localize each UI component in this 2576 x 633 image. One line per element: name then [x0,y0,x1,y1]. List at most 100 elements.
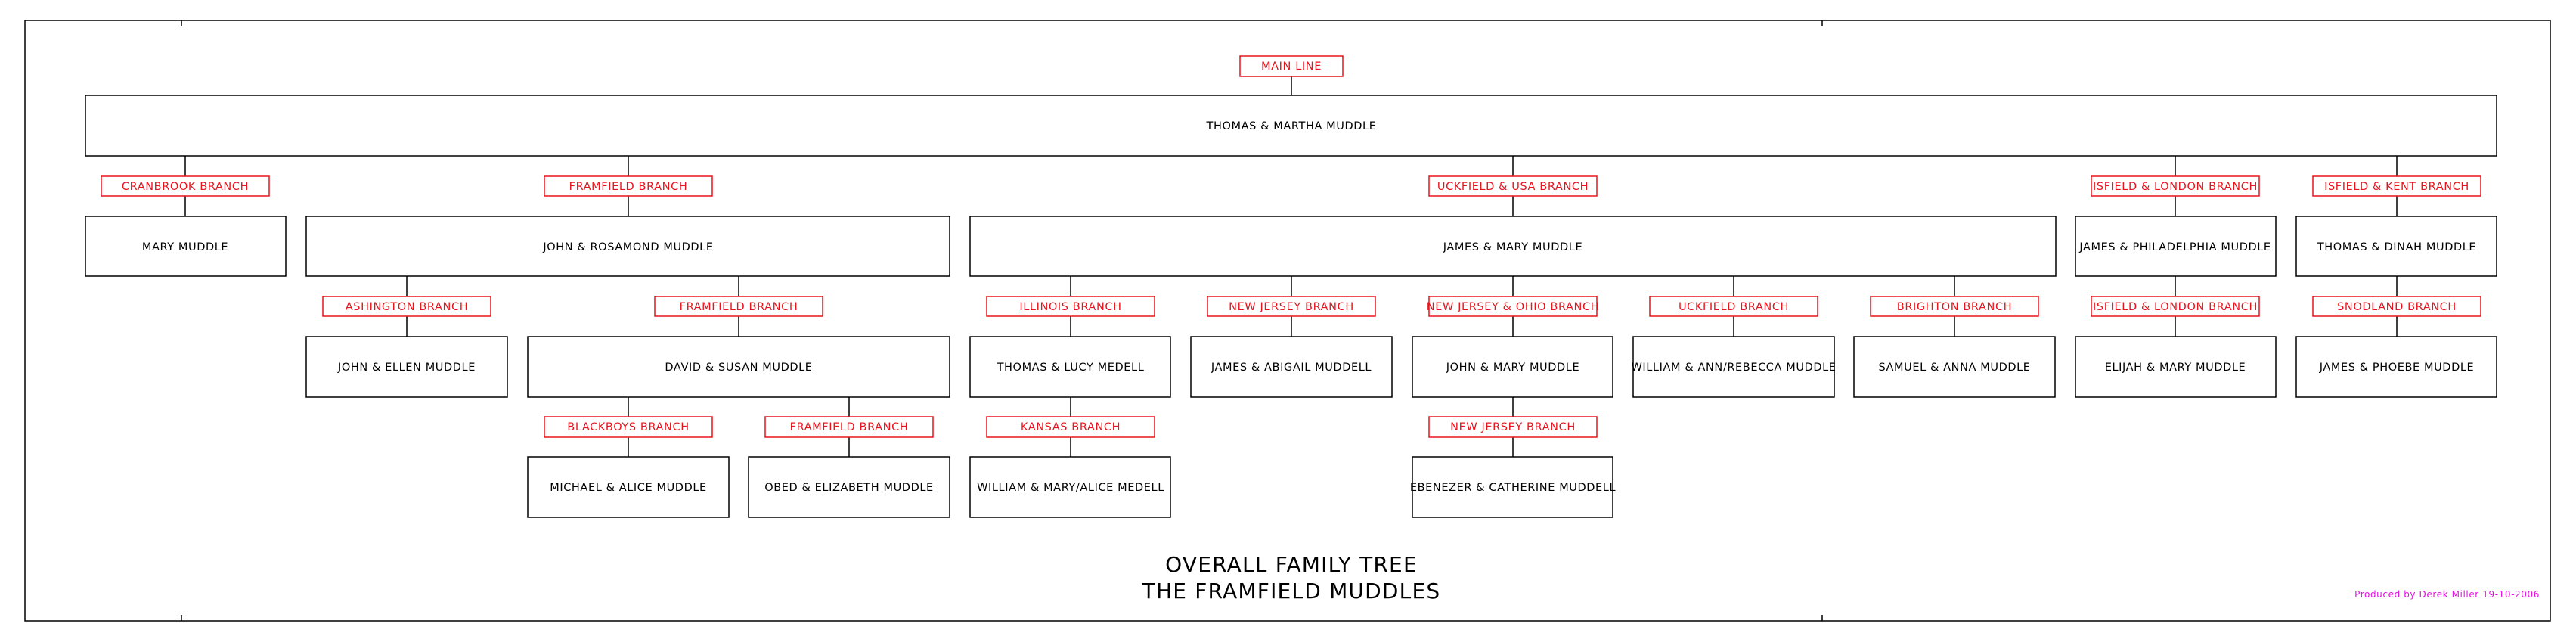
branch-label: ISFIELD & LONDON BRANCH [2093,301,2258,313]
branch-box [986,416,1155,438]
branch-kansas: KANSAS BRANCH [986,416,1155,438]
node-box [2075,336,2277,398]
branch-box [654,296,823,317]
branch-label: KANSAS BRANCH [1021,421,1121,433]
node-label: JAMES & MARY MUDDLE [1443,241,1582,253]
drawing-frame [24,20,2551,622]
node-label: JAMES & PHILADELPHIA MUDDLE [2078,241,2271,253]
node-michael-alice: MICHAEL & ALICE MUDDLE [527,456,730,518]
branch-labels: MAIN LINE CRANBROOK BRANCH FRAMFIELD BRA… [101,55,2481,438]
branch-uckfield: UCKFIELD BRANCH [1649,296,1818,317]
branch-label: BRIGHTON BRANCH [1897,301,2012,313]
branch-box [2312,175,2481,197]
branch-illinois: ILLINOIS BRANCH [986,296,1155,317]
node-john-rosamond: JOHN & ROSAMOND MUDDLE [305,216,950,277]
node-box [305,216,950,277]
branch-box [1239,55,1344,77]
node-samuel-anna: SAMUEL & ANNA MUDDLE [1853,336,2056,398]
node-box [969,216,2057,277]
branch-box [1428,416,1598,438]
branch-isfield-kent: ISFIELD & KENT BRANCH [2312,175,2481,197]
node-obed-elizabeth: OBED & ELIZABETH MUDDLE [748,456,950,518]
branch-box [544,416,713,438]
branch-label: NEW JERSEY BRANCH [1450,421,1576,433]
node-box [1412,456,1613,518]
node-elijah-mary: ELIJAH & MARY MUDDLE [2075,336,2277,398]
node-label: EBENEZER & CATHERINE MUDDELL [1410,482,1616,494]
branch-box [986,296,1155,317]
node-box [1853,336,2056,398]
node-box [527,456,730,518]
branch-label: CRANBROOK BRANCH [122,181,249,193]
family-nodes: THOMAS & MARTHA MUDDLE MARY MUDDLE JOHN … [85,95,2497,518]
branch-box [544,175,713,197]
node-mary: MARY MUDDLE [85,216,287,277]
node-box [527,336,950,398]
title-line-2: THE FRAMFIELD MUDDLES [1142,579,1441,604]
node-label: DAVID & SUSAN MUDDLE [665,361,812,374]
node-john-ellen: JOHN & ELLEN MUDDLE [305,336,508,398]
node-box [305,336,508,398]
branch-isfield-london-1: ISFIELD & LONDON BRANCH [2091,175,2260,197]
credit-text: Produced by Derek Miller 19-10-2006 [2354,589,2540,600]
node-label: JOHN & ELLEN MUDDLE [337,361,476,374]
branch-box [1649,296,1818,317]
node-label: SAMUEL & ANNA MUDDLE [1878,361,2030,374]
branch-box [1428,296,1598,317]
node-label: THOMAS & MARTHA MUDDLE [1206,120,1377,132]
branch-box [2312,296,2481,317]
branch-label: ASHINGTON BRANCH [346,301,468,313]
branch-cranbrook: CRANBROOK BRANCH [101,175,270,197]
branch-label: ISFIELD & LONDON BRANCH [2093,181,2258,193]
node-label: MICHAEL & ALICE MUDDLE [550,482,707,494]
node-label: JOHN & ROSAMOND MUDDLE [542,241,713,253]
node-label: WILLIAM & MARY/ALICE MEDELL [977,482,1164,494]
branch-ashington: ASHINGTON BRANCH [322,296,491,317]
branch-label: NEW JERSEY BRANCH [1229,301,1354,313]
node-label: ELIJAH & MARY MUDDLE [2105,361,2246,374]
branch-label: UCKFIELD BRANCH [1679,301,1789,313]
node-label: JOHN & MARY MUDDLE [1446,361,1580,374]
connector-lines [184,76,2398,457]
node-box [85,95,2497,157]
title-line-1: OVERALL FAMILY TREE [1165,552,1418,577]
branch-label: ISFIELD & KENT BRANCH [2324,181,2469,193]
node-james-mary: JAMES & MARY MUDDLE [969,216,2057,277]
branch-label: FRAMFIELD BRANCH [569,181,688,193]
branch-label: FRAMFIELD BRANCH [680,301,798,313]
node-label: THOMAS & DINAH MUDDLE [2317,241,2476,253]
node-ebenezer-catherine: EBENEZER & CATHERINE MUDDELL [1410,456,1616,518]
node-thomas-dinah: THOMAS & DINAH MUDDLE [2295,216,2497,277]
branch-box [2091,296,2260,317]
branch-box [2091,175,2260,197]
branch-new-jersey-ohio: NEW JERSEY & OHIO BRANCH [1427,296,1599,317]
node-box [85,216,287,277]
node-william-ann: WILLIAM & ANN/REBECCA MUDDLE [1631,336,1836,398]
node-label: MARY MUDDLE [142,241,228,253]
node-james-phoebe: JAMES & PHOEBE MUDDLE [2295,336,2497,398]
branch-box [101,175,270,197]
branch-label: MAIN LINE [1261,61,1322,73]
node-box [748,456,950,518]
branch-brighton: BRIGHTON BRANCH [1870,296,2039,317]
node-box [969,456,1171,518]
branch-box [322,296,491,317]
node-label: OBED & ELIZABETH MUDDLE [764,482,934,494]
node-thomas-lucy: THOMAS & LUCY MEDELL [969,336,1171,398]
border-rect [24,20,2551,622]
node-box [2295,216,2497,277]
branch-framfield-2: FRAMFIELD BRANCH [654,296,823,317]
branch-uckfield-usa: UCKFIELD & USA BRANCH [1428,175,1598,197]
branch-framfield-1: FRAMFIELD BRANCH [544,175,713,197]
branch-new-jersey-1: NEW JERSEY BRANCH [1207,296,1376,317]
node-label: JAMES & PHOEBE MUDDLE [2319,361,2475,374]
node-box [969,336,1171,398]
node-box [1632,336,1835,398]
branch-box [1428,175,1598,197]
node-box [2295,336,2497,398]
node-box [2075,216,2277,277]
node-david-susan: DAVID & SUSAN MUDDLE [527,336,950,398]
branch-label: ILLINOIS BRANCH [1019,301,1121,313]
node-label: WILLIAM & ANN/REBECCA MUDDLE [1631,361,1836,374]
